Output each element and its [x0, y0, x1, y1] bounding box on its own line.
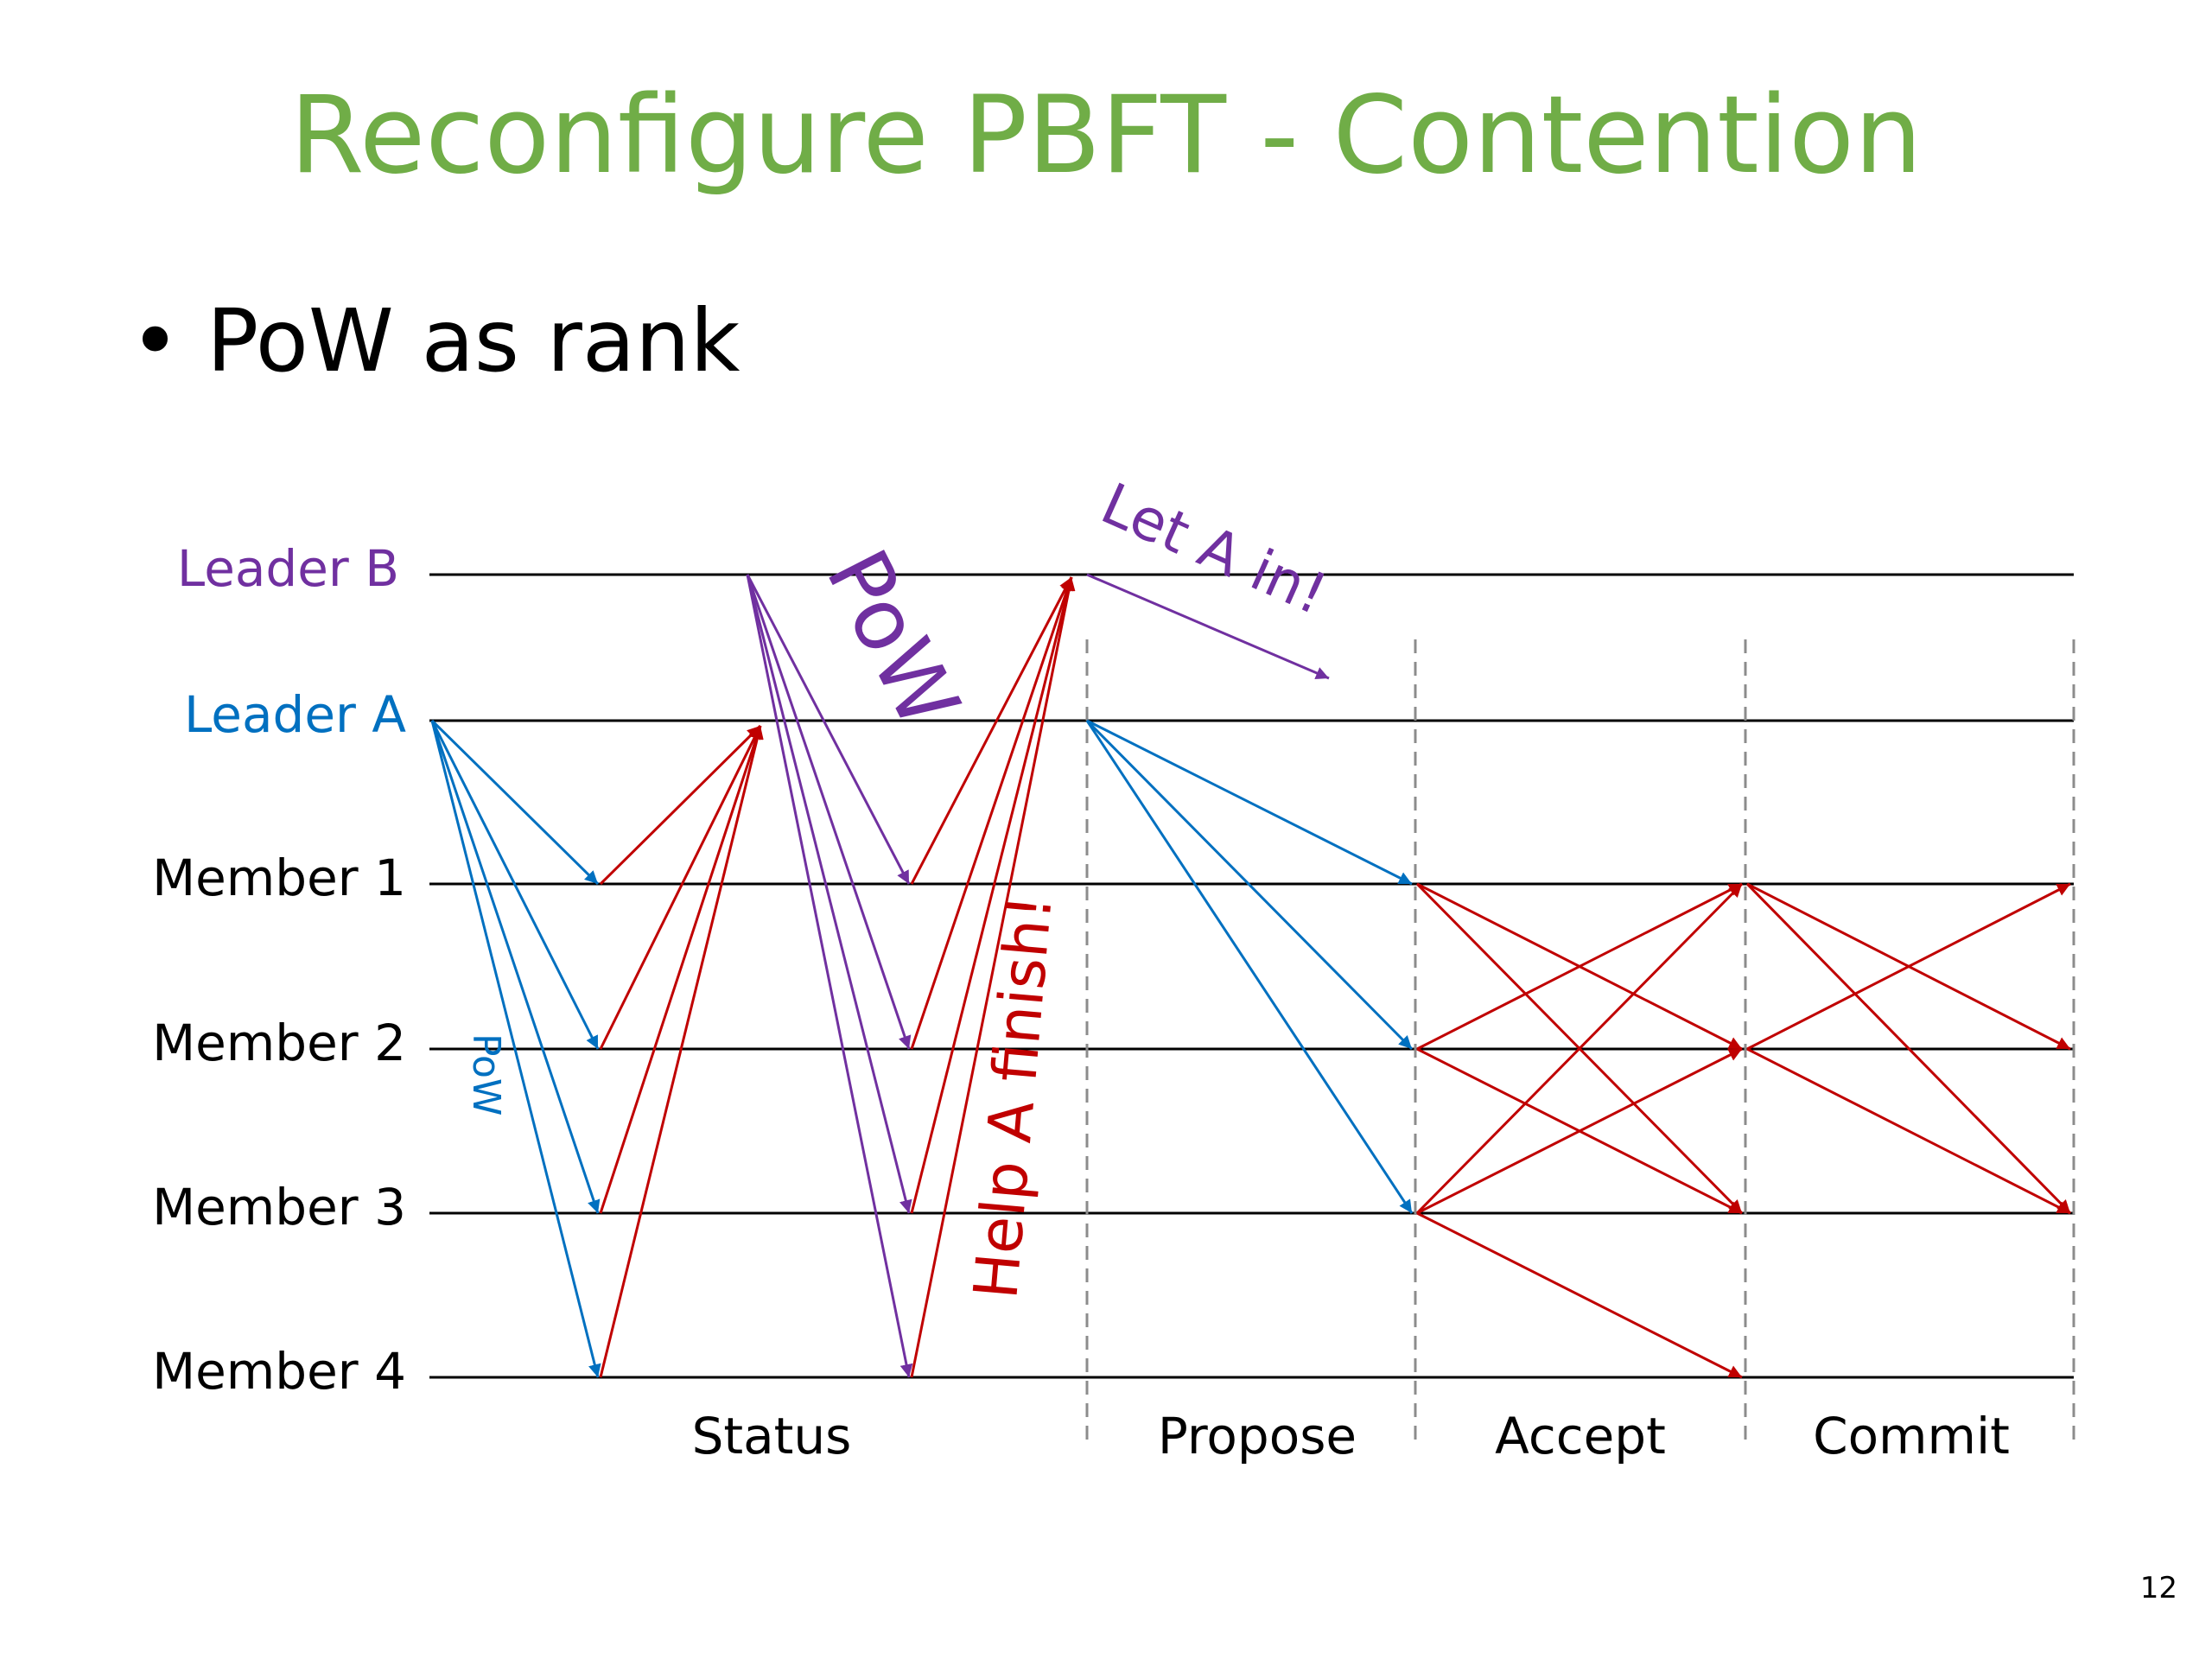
slide-title: Reconfigure PBFT - Contention [289, 73, 1923, 198]
node-label-member-2: Member 2 [152, 1014, 406, 1072]
status-reply-m1-a [599, 724, 762, 886]
status-reply-m2-a [599, 725, 762, 1050]
status-arrow-b-m2 [746, 574, 912, 1050]
node-label-leader-a: Leader A [184, 685, 406, 744]
status-reply-m4-a [599, 725, 764, 1378]
node-label-leader-b: Leader B [177, 539, 399, 598]
propose-arrow-m2 [1085, 719, 1414, 1051]
status-arrow-b-m4 [746, 574, 913, 1378]
status-arrow-a-m2 [430, 720, 600, 1050]
page-number: 12 [2139, 1571, 2177, 1605]
pow-large-annotation: PoW [807, 535, 978, 743]
let-a-in-annotation: Let A in! [1091, 470, 1336, 628]
commit-m1-m3 [1745, 882, 2072, 1215]
bullet-item: •PoW as rank [130, 298, 740, 385]
accept-m2-m1 [1416, 882, 1743, 1051]
bullet-dot-icon: • [130, 290, 181, 391]
status-arrow-a-m1 [430, 719, 600, 886]
accept-m3-m4 [1416, 1211, 1743, 1379]
commit-m2-m1 [1746, 882, 2071, 1051]
let-a-in-arrow [1086, 573, 1330, 680]
status-reply-m3-a [599, 725, 763, 1214]
status-arrow-a-m4 [430, 720, 601, 1378]
bullet-text: PoW as rank [206, 290, 741, 391]
accept-m3-m2 [1416, 1047, 1743, 1215]
accept-m3-m1 [1415, 882, 1744, 1215]
phase-label-accept: Accept [1495, 1407, 1666, 1465]
node-label-member-1: Member 1 [152, 849, 406, 907]
status-reply-m2-b [910, 576, 1074, 1050]
commit-m2-m3 [1746, 1047, 2071, 1215]
phase-label-status: Status [692, 1407, 852, 1465]
propose-arrow-m1 [1086, 719, 1413, 886]
pow-small-annotation: PoW [464, 1033, 508, 1116]
status-arrow-b-m3 [746, 574, 912, 1214]
node-label-member-4: Member 4 [152, 1342, 406, 1401]
status-arrow-b-m1 [746, 574, 911, 885]
status-arrow-a-m3 [430, 720, 601, 1214]
node-label-member-3: Member 3 [152, 1178, 406, 1236]
phase-label-commit: Commit [1813, 1407, 2010, 1465]
status-reply-m1-b [910, 576, 1073, 885]
propose-arrow-m3 [1085, 720, 1414, 1214]
status-reply-m4-b [910, 576, 1076, 1378]
status-reply-m3-b [910, 576, 1075, 1214]
phase-label-propose: Propose [1158, 1407, 1357, 1465]
